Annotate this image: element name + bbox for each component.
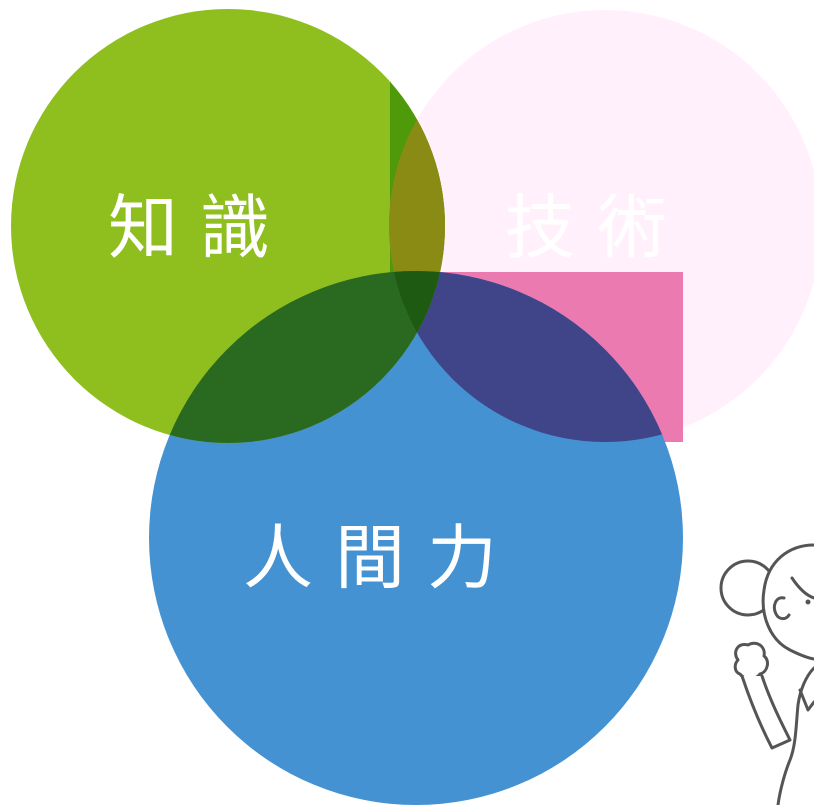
skill-label: 技術 (505, 187, 689, 269)
knowledge-humanity-overlap (149, 271, 445, 443)
collar (798, 688, 814, 712)
hair-line (790, 576, 814, 600)
fist (733, 641, 769, 680)
skill-humanity-overlap (389, 271, 683, 442)
ear (772, 596, 791, 621)
eye (805, 599, 811, 605)
head (761, 543, 814, 661)
knowledge-label: 知識 (108, 187, 292, 269)
forearm (740, 674, 792, 750)
humanity-label: 人間力 (243, 517, 519, 599)
nurse-character (719, 543, 814, 805)
